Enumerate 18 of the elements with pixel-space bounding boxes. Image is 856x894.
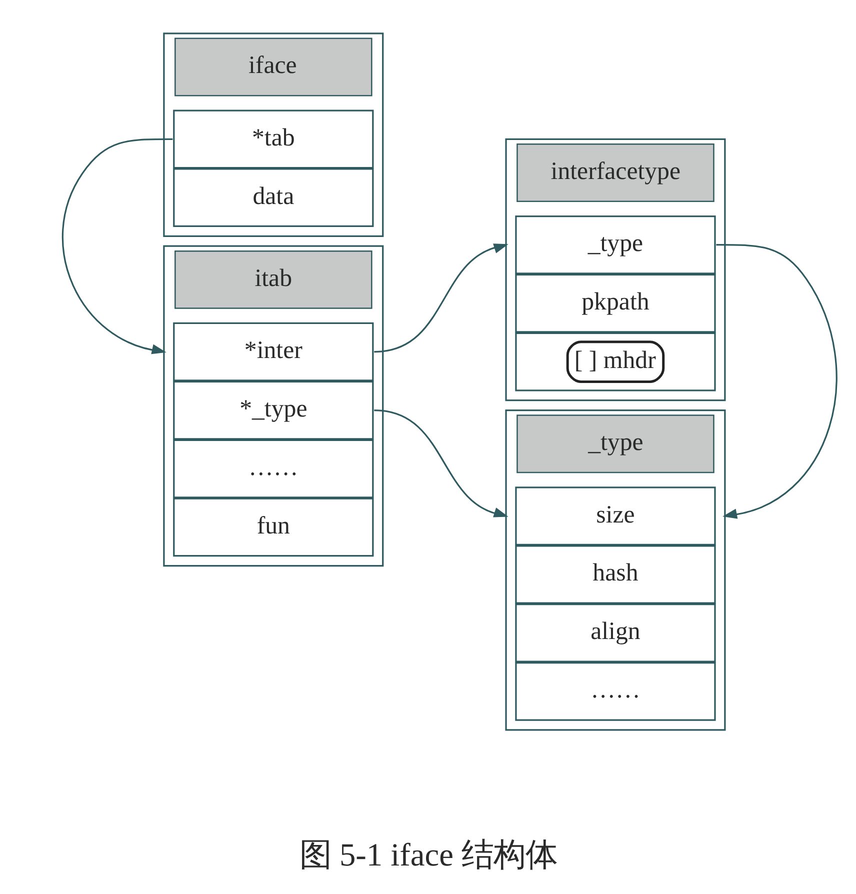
arrow — [716, 244, 837, 519]
node-box: data — [172, 168, 374, 228]
node-box: …… — [172, 439, 374, 498]
node-box: fun — [172, 498, 374, 557]
node-box: align — [514, 604, 716, 662]
node-box: *tab — [172, 110, 374, 169]
node-box: …… — [514, 662, 716, 721]
node-box: hash — [514, 545, 716, 604]
node-box: [ ] mhdr — [514, 332, 716, 392]
node-box: *inter — [172, 322, 374, 382]
arrow — [374, 244, 508, 353]
node-box: pkpath — [514, 274, 716, 333]
arrow — [62, 138, 172, 354]
node-box: *_type — [172, 380, 374, 440]
caption: 图 5-1 iface 结构体 — [298, 836, 558, 872]
arrow — [374, 410, 508, 518]
node-box: _type — [514, 215, 716, 274]
node-box: size — [514, 486, 716, 546]
